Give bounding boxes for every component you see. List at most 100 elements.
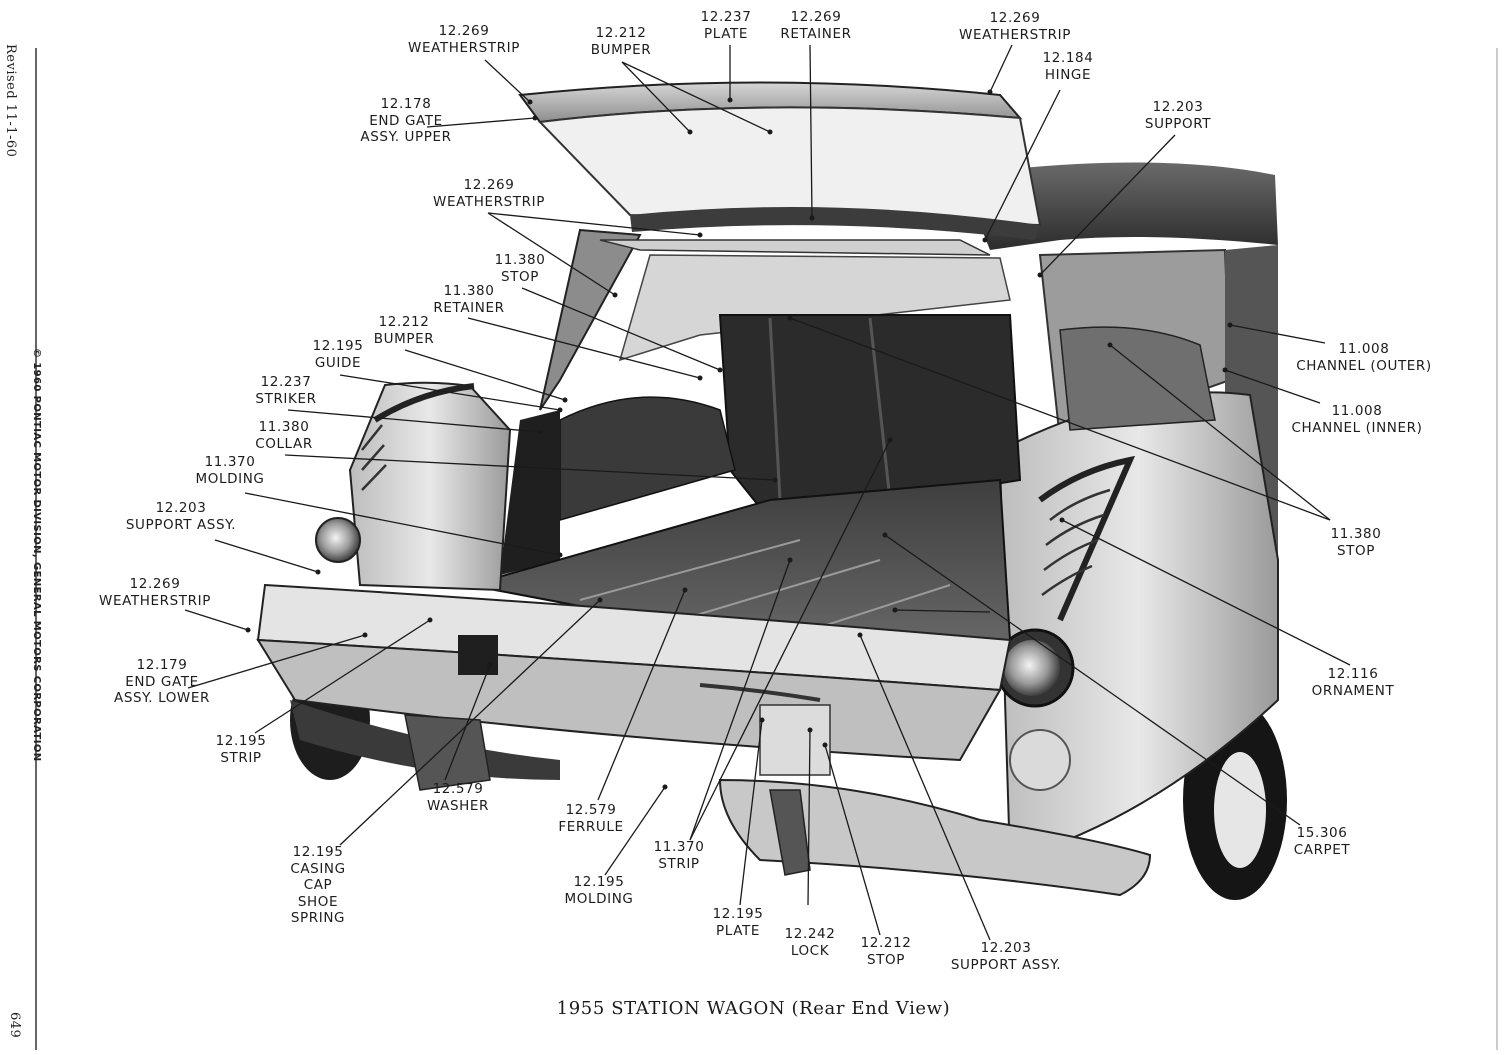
left-side-lining: [500, 410, 560, 575]
callout-part-name: RETAINER: [433, 299, 505, 316]
left-fin-ribs: [361, 424, 387, 491]
right-fin-ornament: [1038, 455, 1136, 622]
callout-part-name: WEATHERSTRIP: [99, 592, 211, 609]
roof-panel: [960, 162, 1278, 250]
callout-part-name: BUMPER: [590, 41, 652, 58]
callout-part-name: LOCK: [790, 942, 830, 959]
callout-part-number: 11.008: [1338, 341, 1390, 357]
callout-part-name: GUIDE: [314, 354, 362, 371]
callout-part-number: 12.195: [573, 874, 625, 890]
callout-part-number: 12.203: [1152, 99, 1204, 115]
right-whitewall: [1214, 752, 1266, 868]
callout-part-number: 12.269: [438, 23, 490, 39]
callout-part-number: 12.237: [700, 9, 752, 25]
callout-part-number: 12.178: [380, 96, 432, 112]
callout-part-number: 12.242: [784, 926, 836, 942]
figure-caption: 1955 STATION WAGON (Rear End View): [556, 998, 951, 1019]
upper-end-gate-lower-rail: [630, 207, 1040, 240]
callout-part-name: SPRING: [290, 910, 346, 926]
callout-part-number: 12.269: [129, 576, 181, 592]
leader-lines: [184, 44, 1351, 941]
callout-part-name: STRIKER: [255, 390, 317, 407]
callout-part-name: ORNAMENT: [1311, 682, 1395, 699]
right-bumper: [718, 778, 1152, 897]
callout-part-number: 12.195: [215, 733, 267, 749]
left-pillar: [539, 228, 642, 411]
callout-part-name: STOP: [501, 268, 539, 285]
end-gate-emblem: [699, 683, 821, 702]
callout-part-name: STRIP: [220, 749, 262, 766]
callout-part-name: CHANNEL (OUTER): [1296, 357, 1432, 374]
callout-part-number: 12.203: [980, 940, 1032, 956]
callout-part-name: STOP: [1337, 542, 1375, 559]
callout-part-number: 12.237: [260, 374, 312, 390]
leader-arrowheads: [245, 89, 1233, 790]
callout-part-number: 12.195: [292, 844, 344, 860]
seat-strap-right: [868, 317, 892, 501]
callout-part-name: ASSY. LOWER: [114, 690, 210, 706]
callout-part-name: WEATHERSTRIP: [433, 193, 545, 210]
upper-end-gate-glass: [537, 106, 1042, 227]
callout-part-name: SUPPORT: [1144, 115, 1212, 132]
right-backup-lamp: [1009, 729, 1071, 791]
callout-part-number: 12.195: [312, 338, 364, 354]
callout-part-name: SUPPORT ASSY.: [950, 956, 1062, 973]
callout-part-name: CARPET: [1293, 841, 1351, 858]
callout-part-name: SUPPORT ASSY.: [125, 516, 237, 533]
callout-part-number: 12.269: [989, 10, 1041, 26]
callout-part-name: SHOE: [297, 893, 339, 910]
callout-part-name: CAP: [303, 877, 333, 893]
wheelhouse-left: [559, 396, 736, 521]
callout-part-number: 12.579: [432, 781, 484, 797]
callout-part-name: PLATE: [716, 922, 760, 939]
callout-part-number: 15.306: [1296, 825, 1348, 841]
callout-part-number: 11.370: [653, 839, 705, 855]
callout-part-name: WEATHERSTRIP: [959, 26, 1071, 43]
callout-part-number: 12.203: [155, 500, 207, 516]
callout-part-number: 12.269: [463, 177, 515, 193]
center-bumper-guard: [769, 789, 811, 876]
right-fin-ribs: [1041, 488, 1111, 597]
callout-part-number: 12.184: [1042, 50, 1094, 66]
callout-part-number: 12.269: [790, 9, 842, 25]
callout-part-name: BUMPER: [373, 330, 435, 347]
callout-part-name: STOP: [867, 951, 905, 968]
callout-part-name: PLATE: [704, 25, 748, 42]
callout-part-name: STRIP: [658, 855, 700, 872]
callout-part-number: 11.380: [443, 283, 495, 299]
callout-part-name: COLLAR: [255, 435, 313, 452]
callout-part-name: FERRULE: [558, 818, 624, 835]
callout-part-number: 11.370: [204, 454, 256, 470]
